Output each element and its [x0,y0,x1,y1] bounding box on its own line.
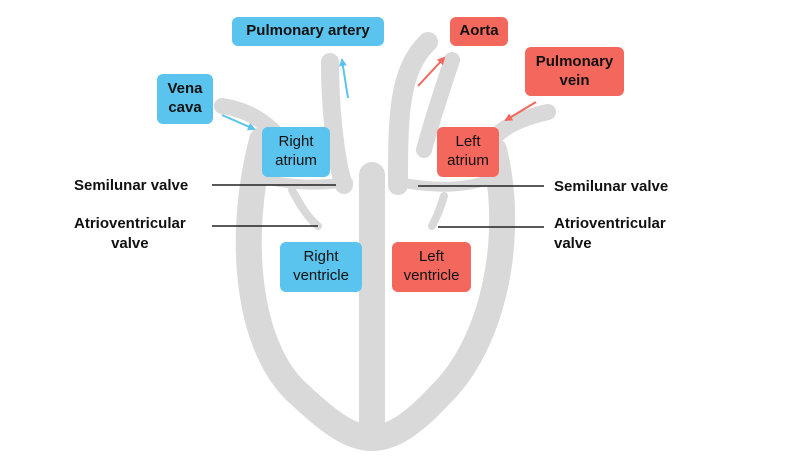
semilunar-valve-right-label: Semilunar valve [554,178,669,195]
vena-cava-arrow [221,114,256,131]
vena-cava-label: Vena cava [157,74,213,124]
right-ventricle-label: Right ventricle [280,242,362,292]
pulmonary-artery-arrow [338,58,349,99]
av-valve-right-label: Atrioventricular valve [554,215,666,253]
pulmonary-vein-label: Pulmonary vein [525,47,624,96]
pulmonary-artery-vessel [321,53,353,194]
left-ventricle-label: Left ventricle [392,242,471,292]
mitral-flap [428,192,448,230]
av-valve-left-label: Atrioventricular valve [74,215,186,253]
right-atrium-floor [257,173,353,190]
semilunar-valve-left-label: Semilunar valve [74,177,189,194]
pulmonary-vein-vessel [484,104,556,148]
pulmonary-artery-label: Pulmonary artery [232,17,384,46]
aorta-vessel [388,32,438,195]
left-atrium-wall [416,52,460,158]
aorta-label: Aorta [450,17,508,46]
aorta-arrow [417,56,446,87]
left-atrium-label: Left atrium [437,127,499,177]
tricuspid-flap [288,186,322,230]
pulmonary-vein-arrow [504,101,537,122]
right-atrium-label: Right atrium [262,127,330,177]
